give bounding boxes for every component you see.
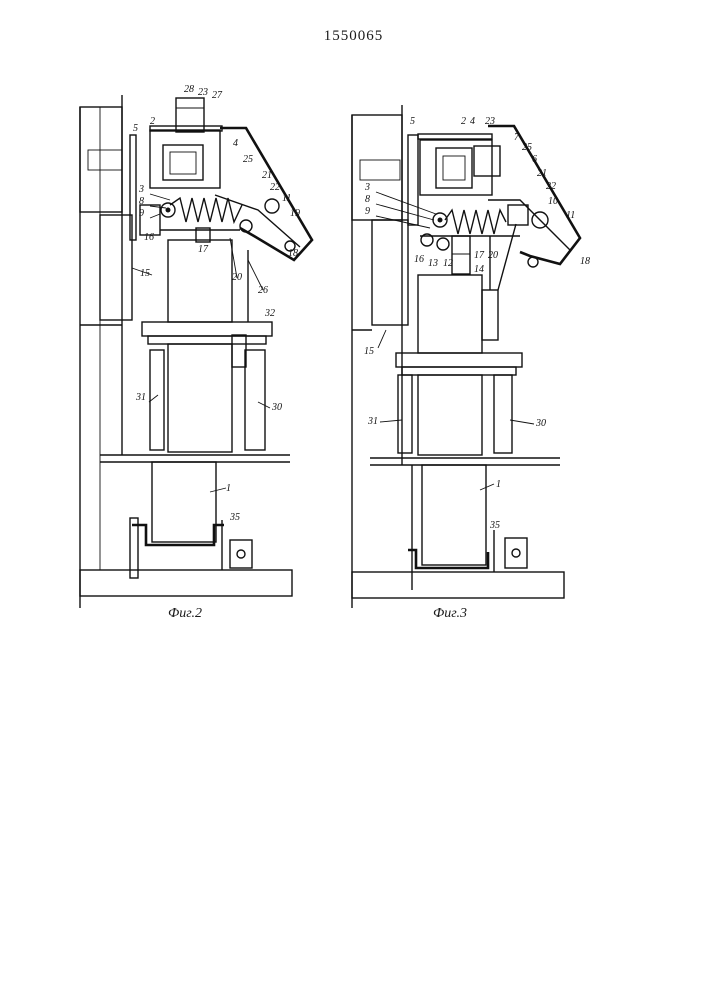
fig2-label-11: 11 <box>282 193 291 204</box>
fig3-label-18: 18 <box>580 256 590 267</box>
fig3-label-16: 16 <box>414 254 424 265</box>
fig2-label-23: 23 <box>198 87 208 98</box>
fig3-label-9: 9 <box>365 206 370 217</box>
fig2-label-17: 17 <box>198 244 209 255</box>
fig3-label-35: 35 <box>489 520 500 531</box>
fig3-label-20: 20 <box>488 250 498 261</box>
fig2-label-18: 18 <box>288 248 298 259</box>
fig3-label-23: 23 <box>485 116 495 127</box>
fig2-label-28: 28 <box>184 84 194 95</box>
fig3-label-22: 22 <box>546 181 556 192</box>
fig2-label-35: 35 <box>229 512 240 523</box>
fig3-label-6: 6 <box>532 154 537 165</box>
fig2-label-30: 30 <box>271 402 282 413</box>
fig2-label-9: 9 <box>139 208 144 219</box>
fig3-label-31: 31 <box>367 416 378 427</box>
fig3-label-17: 17 <box>474 250 485 261</box>
fig3-label-11: 11 <box>566 210 575 221</box>
fig2-label-19: 19 <box>290 208 300 219</box>
fig2-label-16: 16 <box>144 232 154 243</box>
figure-2-drawing: 28 23 27 5 2 4 25 3 21 22 8 11 9 19 16 1… <box>80 84 312 608</box>
figure-3-drawing: 5 2 4 23 7 25 6 21 3 22 8 10 9 11 16 13 … <box>352 105 590 608</box>
fig2-label-3: 3 <box>138 184 144 195</box>
fig2-label-22: 22 <box>270 182 280 193</box>
fig2-label-5: 5 <box>133 123 138 134</box>
fig3-label-4: 4 <box>470 116 475 127</box>
fig3-label-14: 14 <box>474 264 484 275</box>
fig3-label-8: 8 <box>365 194 370 205</box>
figure-3-caption: Фиг.3 <box>433 606 467 622</box>
fig2-label-31: 31 <box>135 392 146 403</box>
fig2-label-21: 21 <box>262 170 272 181</box>
fig3-label-10: 10 <box>548 196 558 207</box>
fig2-label-26: 26 <box>258 285 268 296</box>
fig2-label-4: 4 <box>233 138 238 149</box>
fig3-label-13: 13 <box>428 258 438 269</box>
fig3-label-2: 2 <box>461 116 466 127</box>
fig3-label-3: 3 <box>364 182 370 193</box>
fig2-label-32: 32 <box>264 308 275 319</box>
fig3-label-25: 25 <box>522 142 532 153</box>
figure-2-labels: 28 23 27 5 2 4 25 3 21 22 8 11 9 19 16 1… <box>132 84 300 523</box>
fig2-label-27: 27 <box>212 90 223 101</box>
fig2-label-1: 1 <box>226 483 231 494</box>
fig3-label-12: 12 <box>443 258 453 269</box>
fig2-label-25: 25 <box>243 154 253 165</box>
fig2-label-8: 8 <box>139 196 144 207</box>
fig3-label-30: 30 <box>535 418 546 429</box>
fig3-label-1: 1 <box>496 479 501 490</box>
fig3-label-15: 15 <box>364 346 374 357</box>
fig3-label-5: 5 <box>410 116 415 127</box>
fig3-label-21: 21 <box>537 168 547 179</box>
figure-2-caption: Фиг.2 <box>168 606 202 622</box>
fig2-label-2: 2 <box>150 116 155 127</box>
figure-3-labels: 5 2 4 23 7 25 6 21 3 22 8 10 9 11 16 13 … <box>364 116 590 531</box>
